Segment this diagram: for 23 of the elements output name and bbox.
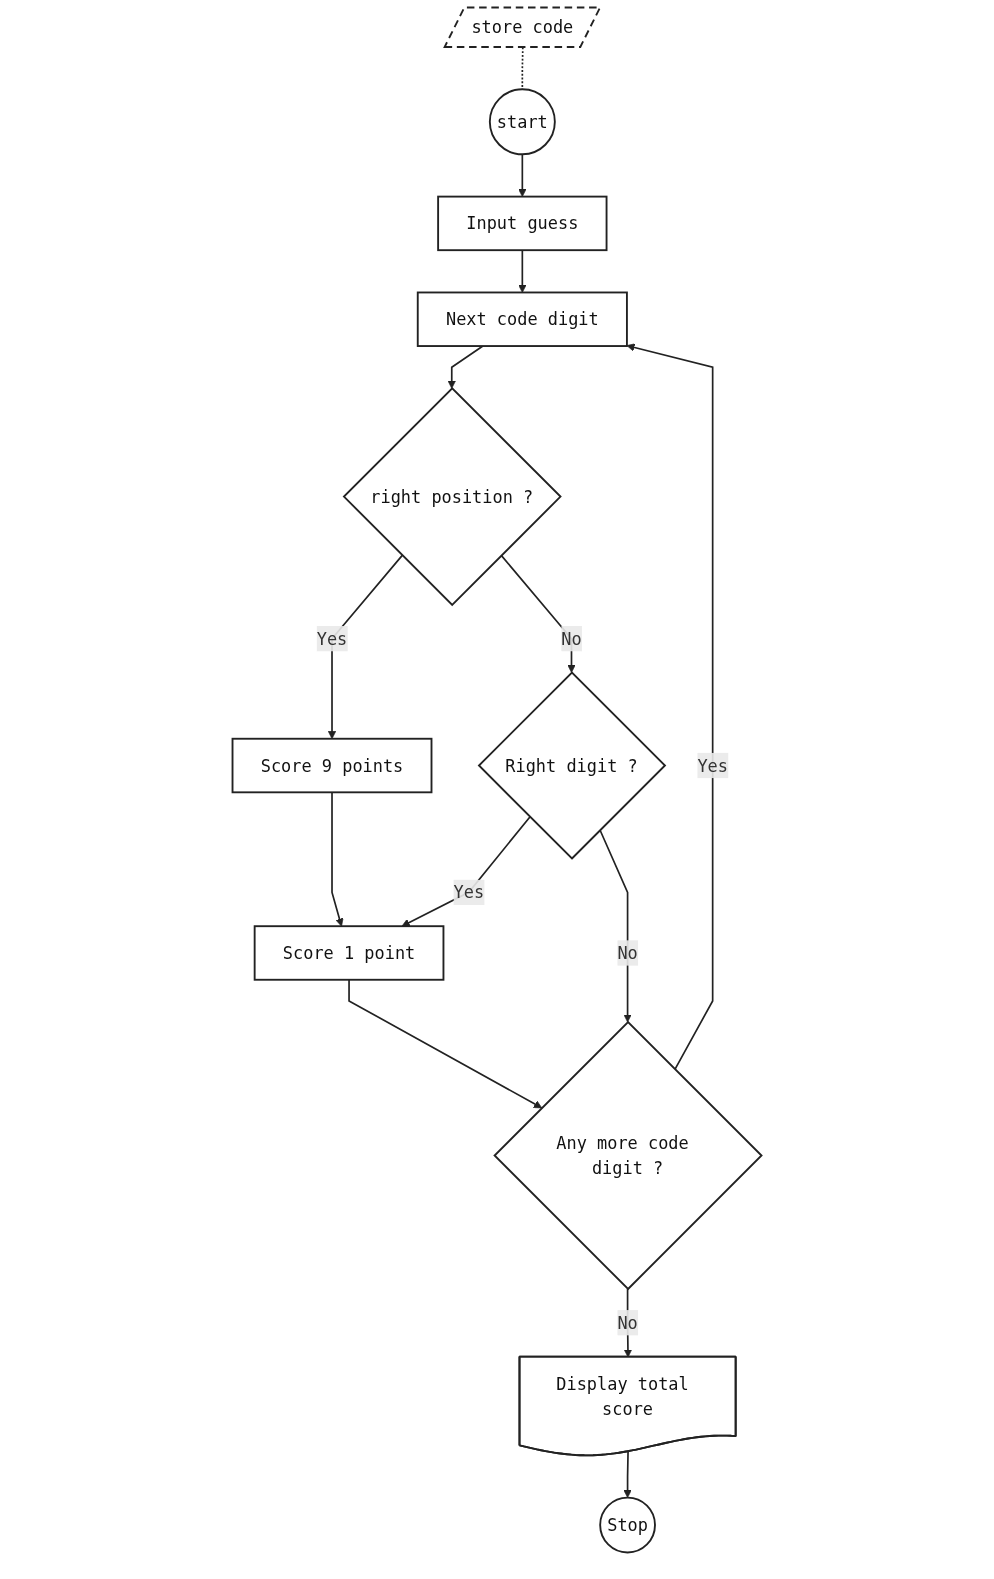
node-box: Next code digit — [416, 291, 628, 347]
node-box: Score 9 points — [231, 737, 433, 794]
arrow — [447, 345, 484, 389]
node-box: Score 1 point — [253, 925, 445, 981]
node-diamond: Any more code digit ? — [493, 1020, 763, 1291]
edge-label: Yes — [453, 882, 485, 903]
arrow — [518, 153, 527, 197]
arrow — [518, 249, 527, 293]
node-circle: start — [488, 88, 556, 156]
node-box: Input guess — [437, 195, 608, 252]
arrow — [348, 978, 543, 1109]
arrow — [623, 1450, 632, 1498]
edge-label: Yes — [697, 755, 728, 776]
edge-label: Yes — [316, 628, 348, 649]
edge-label: No — [561, 628, 582, 649]
arrow — [626, 343, 714, 1071]
arrow — [401, 816, 531, 927]
edge-label: No — [617, 1312, 638, 1333]
edge-label: No — [617, 943, 638, 963]
node-circle: Stop — [599, 1496, 656, 1554]
arrow — [331, 791, 344, 927]
node-diamond: Right digit ? — [477, 671, 667, 860]
node-diamond: right position ? — [342, 387, 562, 607]
